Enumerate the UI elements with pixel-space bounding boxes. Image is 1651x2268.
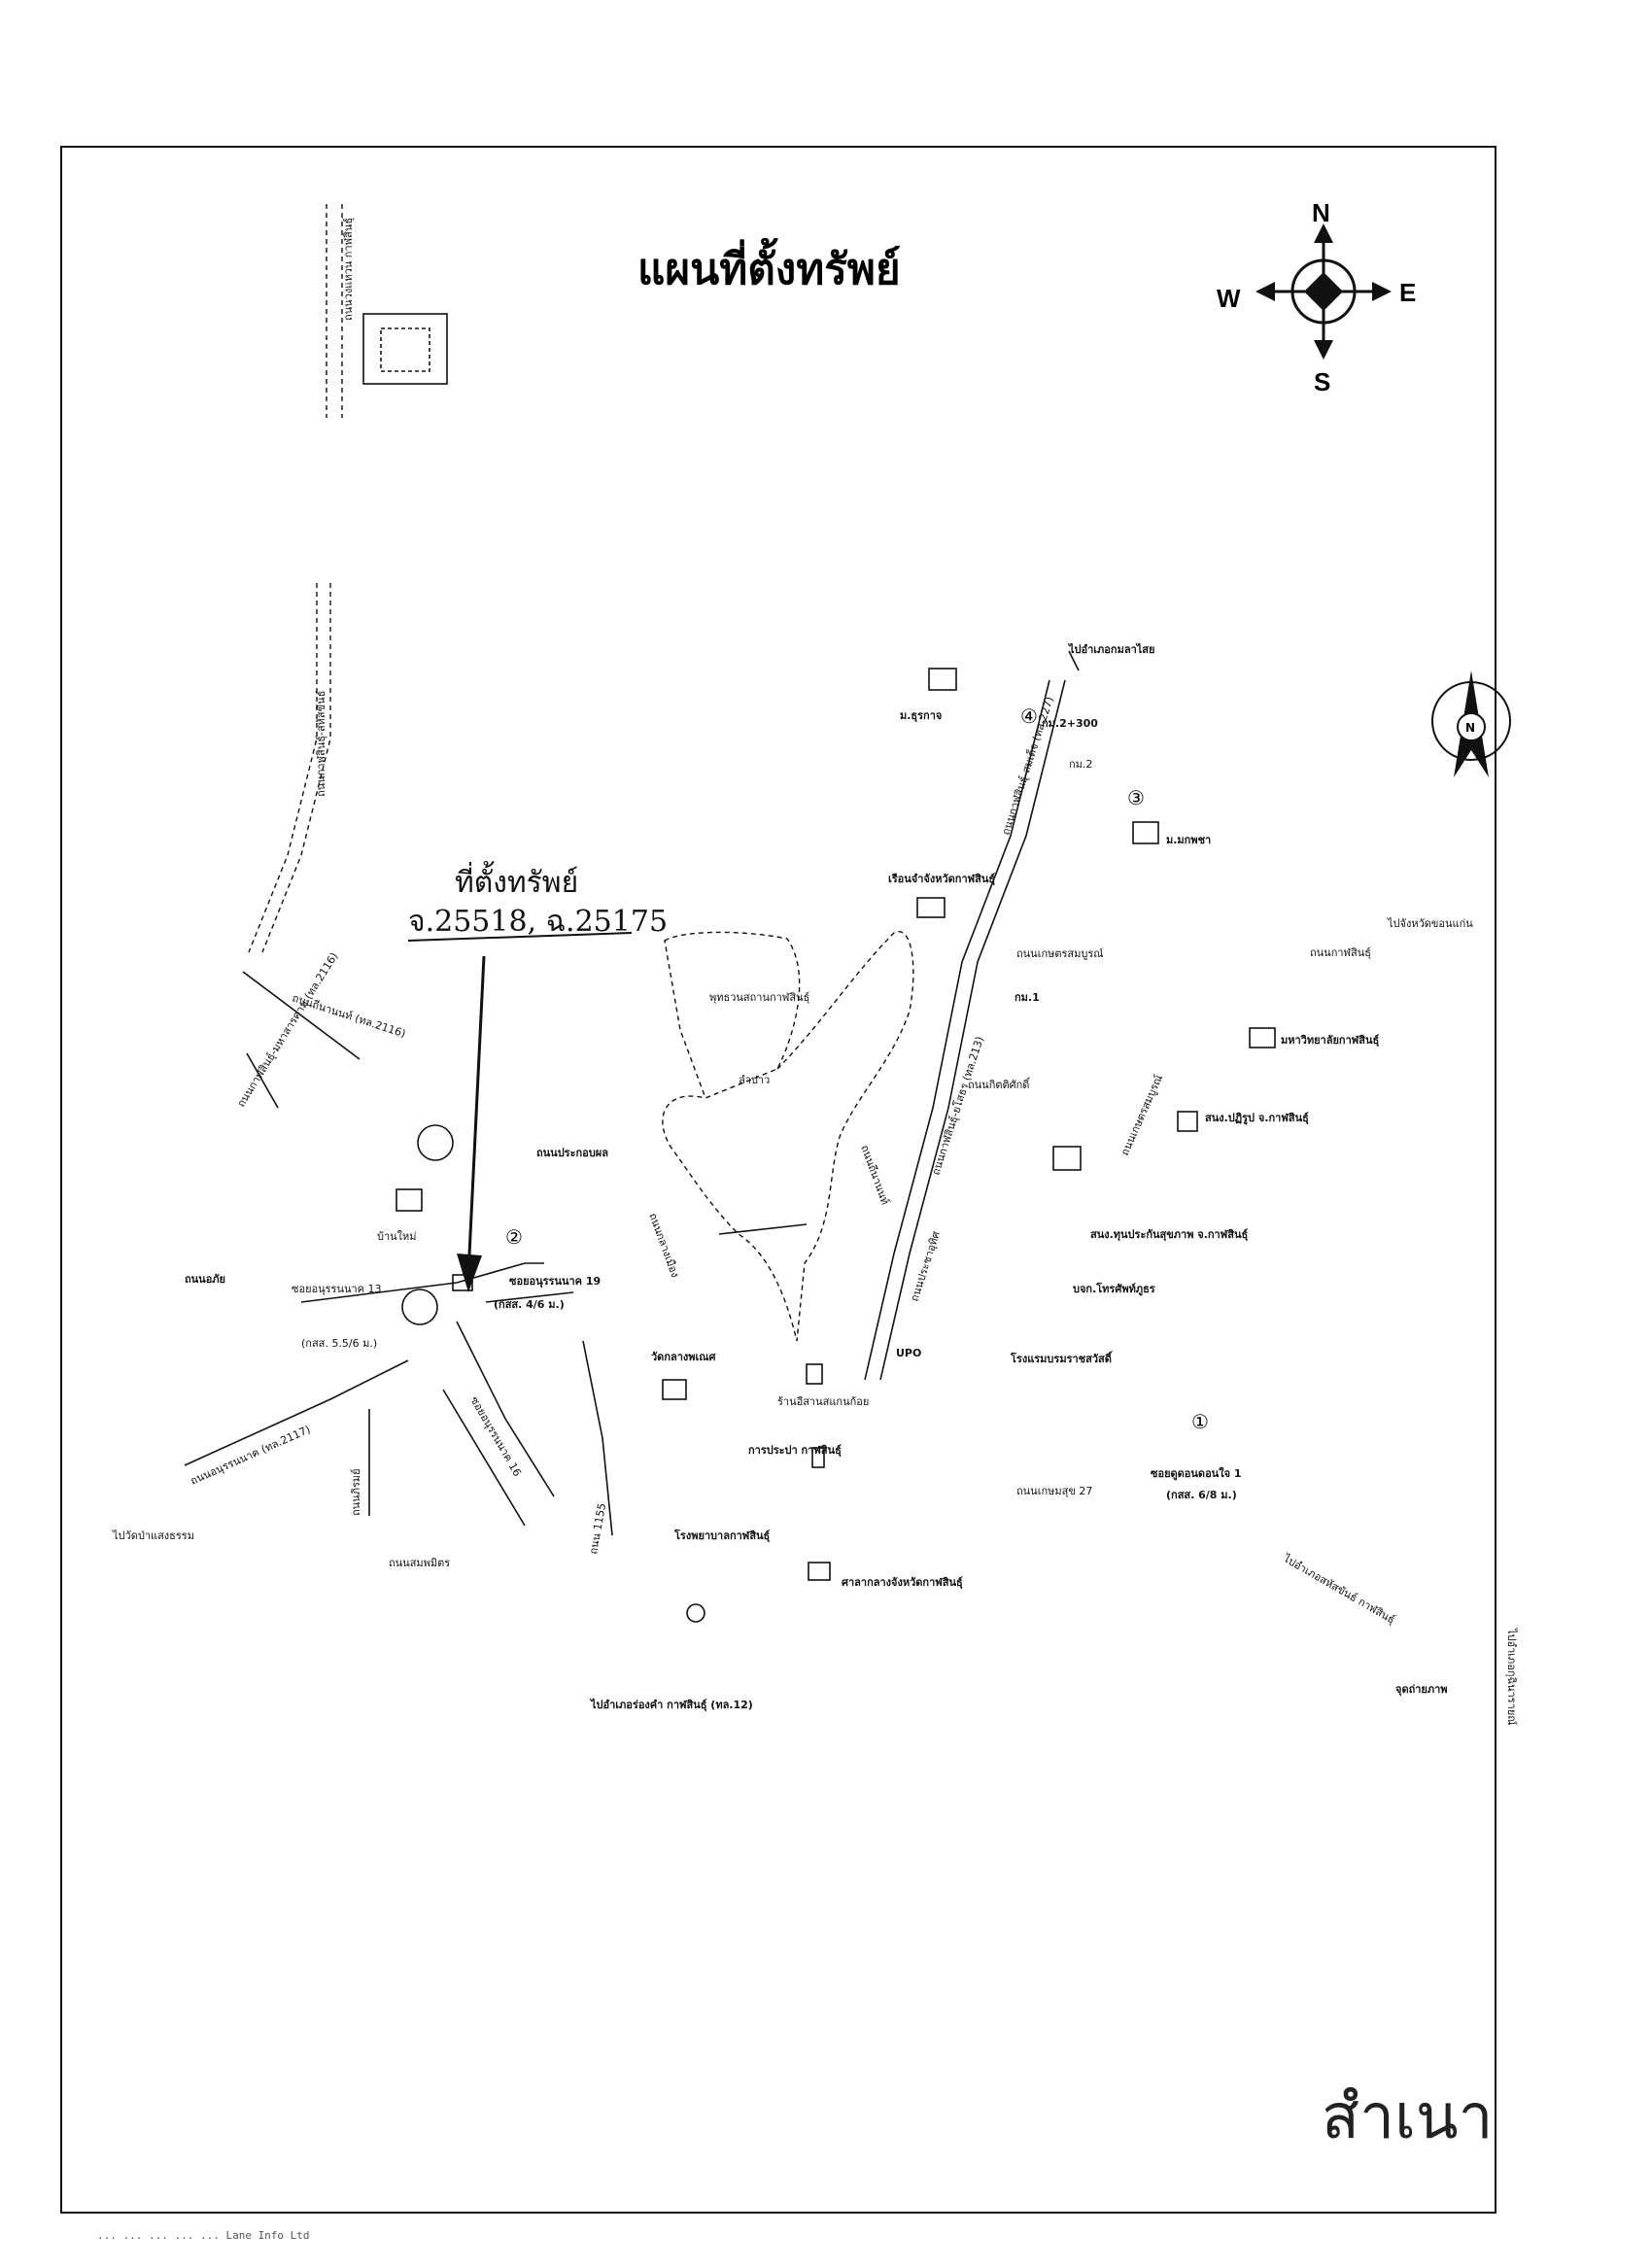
landmark-circle-icon-2 bbox=[417, 1124, 454, 1161]
svg-text:บจก.โทรศัพท์ภูธร: บจก.โทรศัพท์ภูธร bbox=[1073, 1282, 1155, 1296]
svg-text:UPO: UPO bbox=[896, 1347, 921, 1359]
marker-3: ③ bbox=[1127, 786, 1145, 809]
svg-text:(กสส. 6/8 ม.): (กสส. 6/8 ม.) bbox=[1166, 1489, 1237, 1501]
svg-text:กม.2+300: กม.2+300 bbox=[1042, 717, 1098, 730]
svg-text:กม.1: กม.1 bbox=[1015, 991, 1040, 1004]
svg-text:(กสส. 4/6 ม.): (กสส. 4/6 ม.) bbox=[494, 1298, 565, 1311]
svg-text:สนง.ทุนประกันสุขภาพ จ.กาฬสินธุ: สนง.ทุนประกันสุขภาพ จ.กาฬสินธุ์ bbox=[1090, 1228, 1248, 1242]
svg-text:พุทธวนสถานกาฬสินธุ์: พุทธวนสถานกาฬสินธุ์ bbox=[709, 991, 809, 1004]
compass-s: S bbox=[1314, 367, 1330, 396]
svg-text:ถนนกิตติศักดิ์: ถนนกิตติศักดิ์ bbox=[968, 1077, 1031, 1091]
clock-icon bbox=[686, 1603, 705, 1623]
svg-text:N: N bbox=[1465, 721, 1475, 735]
north-indicator-icon: N bbox=[1431, 670, 1511, 777]
svg-text:ไปวัดป่าแสงธรรม: ไปวัดป่าแสงธรรม bbox=[112, 1529, 194, 1542]
svg-text:ไปอำเภอกุฉินารายณ์: ไปอำเภอกุฉินารายณ์ bbox=[1505, 1628, 1518, 1726]
compass-w: W bbox=[1217, 284, 1241, 313]
svg-text:กม.2: กม.2 bbox=[1069, 758, 1092, 771]
svg-text:ซอยดูดอนดอนใจ 1: ซอยดูดอนดอนใจ 1 bbox=[1151, 1466, 1242, 1481]
west-arrow-icon bbox=[1255, 282, 1275, 301]
svg-text:ถนนกาฬสินธุ์-ยโสธร (ทล.213): ถนนกาฬสินธุ์-ยโสธร (ทล.213) bbox=[929, 1035, 986, 1177]
svg-text:ถนน 1155: ถนน 1155 bbox=[587, 1502, 608, 1556]
svg-text:ถนนถีนานนท์: ถนนถีนานนท์ bbox=[858, 1144, 891, 1207]
svg-text:ไปอำเภอกมลาไสย: ไปอำเภอกมลาไสย bbox=[1067, 642, 1154, 656]
svg-text:ซอยอนุรรนนาค 13: ซอยอนุรรนนาค 13 bbox=[292, 1283, 382, 1295]
svg-text:ซอยอนุรรนนาค 16: ซอยอนุรรนนาค 16 bbox=[467, 1394, 524, 1479]
svg-text:ไปอำเภอสหัสขันธ์ กาฬสินธุ์: ไปอำเภอสหัสขันธ์ กาฬสินธุ์ bbox=[1281, 1552, 1397, 1627]
compass-rose: N S E W bbox=[1217, 198, 1416, 396]
svg-text:ศาลากลางจังหวัดกาฬสินธุ์: ศาลากลางจังหวัดกาฬสินธุ์ bbox=[842, 1576, 963, 1590]
svg-text:มหาวิทยาลัยกาฬสินธุ์: มหาวิทยาลัยกาฬสินธุ์ bbox=[1281, 1034, 1380, 1048]
makhachai-icon bbox=[1132, 821, 1159, 844]
property-note-line1: ที่ตั้งทรัพย์ bbox=[455, 861, 578, 900]
gov-icon bbox=[808, 1562, 831, 1581]
north-arrow-icon bbox=[1314, 223, 1333, 243]
svg-text:ถนนกาฬสินธุ์: ถนนกาฬสินธุ์ bbox=[1310, 946, 1371, 959]
property-arrow-icon bbox=[457, 1254, 482, 1292]
svg-text:ไปจังหวัดขอนแก่น: ไปจังหวัดขอนแก่น bbox=[1387, 917, 1473, 930]
park-outline bbox=[664, 931, 801, 1099]
marker-1: ① bbox=[1191, 1410, 1209, 1433]
property-callout: ที่ตั้งทรัพย์ จ.25518, ฉ.25175 bbox=[407, 861, 668, 1292]
page-footer: ... ... ... ... ... Lane Info Ltd bbox=[97, 2229, 310, 2242]
flag-icon bbox=[1068, 650, 1080, 671]
svg-text:ร้านอีสานสแกนก้อย: ร้านอีสานสแกนก้อย bbox=[777, 1395, 869, 1408]
svg-text:ถนนกาฬสินธุ์-สหัสขันธ์: ถนนกาฬสินธุ์-สหัสขันธ์ bbox=[315, 691, 327, 797]
road-anurak bbox=[300, 1262, 544, 1303]
svg-text:สนง.ปฏิรูป จ.กาฬสินธุ์: สนง.ปฏิรูป จ.กาฬสินธุ์ bbox=[1205, 1112, 1309, 1125]
compass-n: N bbox=[1312, 198, 1330, 227]
marker-4: ④ bbox=[1020, 704, 1038, 728]
svg-text:ถนนสมพมิตร: ถนนสมพมิตร bbox=[389, 1557, 450, 1569]
map-title: แผนที่ตั้งทรัพย์ bbox=[637, 237, 901, 294]
svg-text:(กสส. 5.5/6 ม.): (กสส. 5.5/6 ม.) bbox=[301, 1337, 377, 1350]
svg-text:ถนนวงแหวน กาฬสินธุ์: ถนนวงแหวน กาฬสินธุ์ bbox=[342, 218, 355, 321]
office-icon bbox=[1052, 1146, 1082, 1171]
temple-icon bbox=[396, 1188, 423, 1212]
svg-text:การประปา กาฬสินธุ์: การประปา กาฬสินธุ์ bbox=[748, 1444, 842, 1458]
svg-text:วัดกลางพเณศ: วัดกลางพเณศ bbox=[651, 1351, 716, 1363]
svg-text:เรือนจำจังหวัดกาฬสินธุ์: เรือนจำจังหวัดกาฬสินธุ์ bbox=[888, 873, 995, 886]
svg-text:ถนนเกษตรสมบูรณ์: ถนนเกษตรสมบูรณ์ bbox=[1016, 947, 1103, 960]
svg-text:ไปอำเภอร่องคำ กาฬสินธุ์ (ทล.12: ไปอำเภอร่องคำ กาฬสินธุ์ (ทล.12) bbox=[589, 1698, 753, 1712]
road-kalasin-sakon bbox=[864, 679, 1050, 1381]
compass-e: E bbox=[1399, 278, 1416, 307]
svg-text:ถนนภิรมย์: ถนนภิรมย์ bbox=[350, 1468, 362, 1516]
lake-outline bbox=[662, 931, 914, 1342]
university-icon bbox=[1249, 1027, 1276, 1048]
svg-text:โรงแรมบรมราชสวัสดิ์: โรงแรมบรมราชสวัสดิ์ bbox=[1010, 1351, 1114, 1365]
south-arrow-icon bbox=[1314, 340, 1333, 360]
school-icon bbox=[928, 668, 957, 691]
prison-icon bbox=[916, 897, 946, 918]
east-arrow-icon bbox=[1372, 282, 1392, 301]
road-nw bbox=[261, 583, 331, 953]
map-sheet bbox=[60, 146, 1496, 2214]
svg-text:โรงพยาบาลกาฬสินธุ์: โรงพยาบาลกาฬสินธุ์ bbox=[673, 1529, 771, 1543]
svg-text:ม.มกพชา: ม.มกพชา bbox=[1166, 834, 1211, 846]
property-building-icon bbox=[452, 1274, 473, 1291]
police-icon bbox=[1177, 1111, 1198, 1132]
svg-text:ลำปาว: ลำปาว bbox=[739, 1074, 770, 1086]
svg-text:ถนนประกอบผล: ถนนประกอบผล bbox=[536, 1147, 608, 1159]
svg-text:บ้านใหม่: บ้านใหม่ bbox=[377, 1230, 417, 1243]
soi-19-label: ซอยอนุรรนนาค 19 bbox=[509, 1275, 601, 1289]
svg-text:ถนนกาฬสินธุ์-มหาสารคาม (ทล.211: ถนนกาฬสินธุ์-มหาสารคาม (ทล.2116) bbox=[235, 950, 341, 1110]
svg-text:ถนนอภัย: ถนนอภัย bbox=[185, 1273, 225, 1286]
wat-icon bbox=[662, 1379, 687, 1400]
svg-text:ถนนเกษมสุข 27: ถนนเกษมสุข 27 bbox=[1016, 1485, 1092, 1497]
shop-icon bbox=[806, 1363, 823, 1385]
svg-text:จุดถ่ายภาพ: จุดถ่ายภาพ bbox=[1395, 1683, 1448, 1697]
inset-building-icon bbox=[362, 313, 448, 385]
water-icon bbox=[811, 1447, 825, 1468]
copy-stamp: สำเนา bbox=[1322, 2081, 1494, 2153]
marker-2: ② bbox=[505, 1225, 523, 1249]
svg-text:ม.ธุรกาจ: ม.ธุรกาจ bbox=[900, 709, 942, 723]
svg-text:ถนนเกษตรสมบูรณ์: ถนนเกษตรสมบูรณ์ bbox=[1118, 1073, 1165, 1157]
svg-text:ถนนกลางเมือง: ถนนกลางเมือง bbox=[646, 1212, 681, 1280]
landmark-circle-icon bbox=[401, 1289, 438, 1325]
